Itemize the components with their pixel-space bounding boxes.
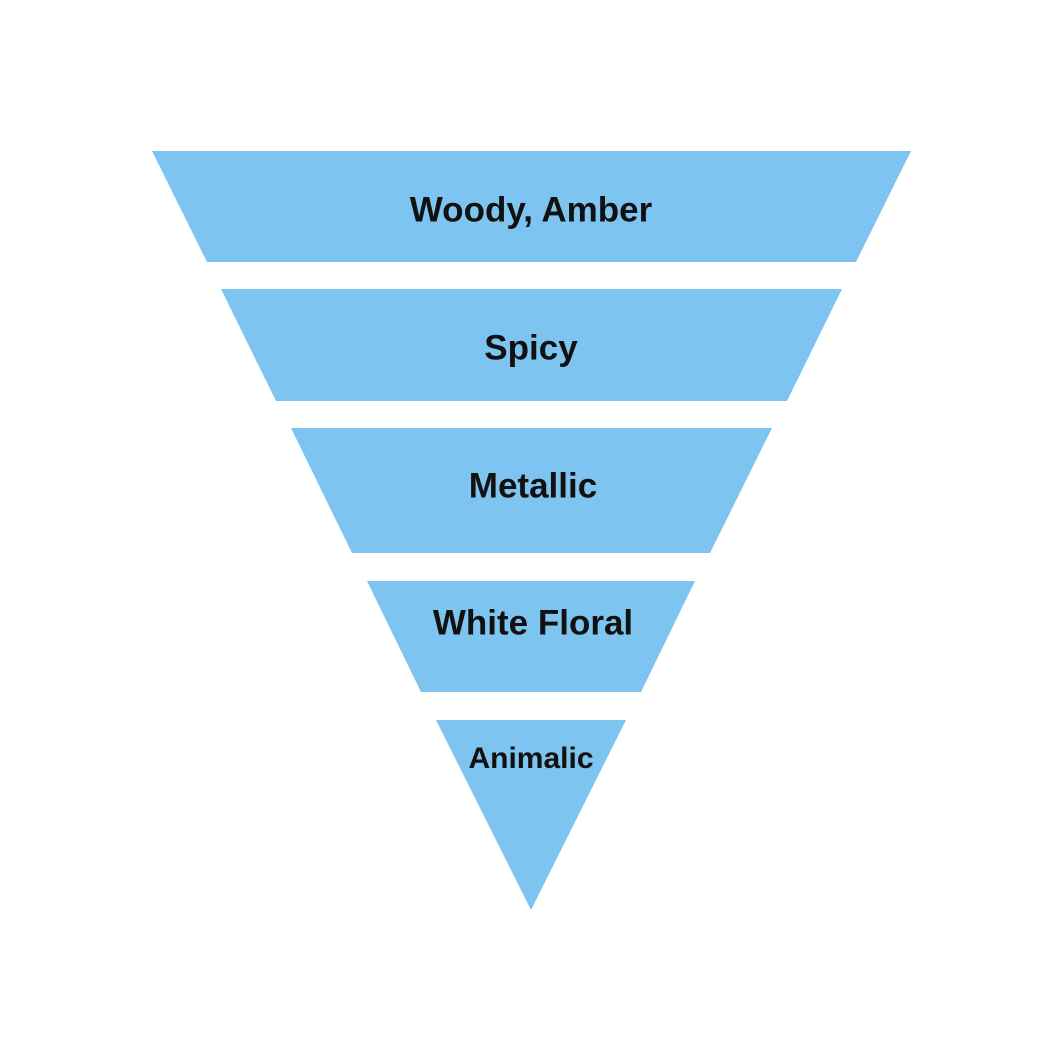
tier-label-spicy: Spicy xyxy=(484,328,578,367)
tier-shape-metallic xyxy=(291,428,772,553)
tier-white-floral: White Floral xyxy=(367,581,695,692)
tier-spicy: Spicy xyxy=(221,289,842,401)
tier-label-white-floral: White Floral xyxy=(433,603,633,642)
tier-shape-spicy xyxy=(221,289,842,401)
tier-metallic: Metallic xyxy=(291,428,772,553)
tier-label-woody-amber: Woody, Amber xyxy=(410,190,653,229)
tier-woody-amber: Woody, Amber xyxy=(152,151,911,262)
tier-label-metallic: Metallic xyxy=(469,466,597,505)
tier-shape-woody-amber xyxy=(152,151,911,262)
tier-animalic: Animalic xyxy=(436,720,626,910)
tier-shape-animalic xyxy=(436,720,626,910)
tier-shape-white-floral xyxy=(367,581,695,692)
tier-label-animalic: Animalic xyxy=(468,742,593,775)
